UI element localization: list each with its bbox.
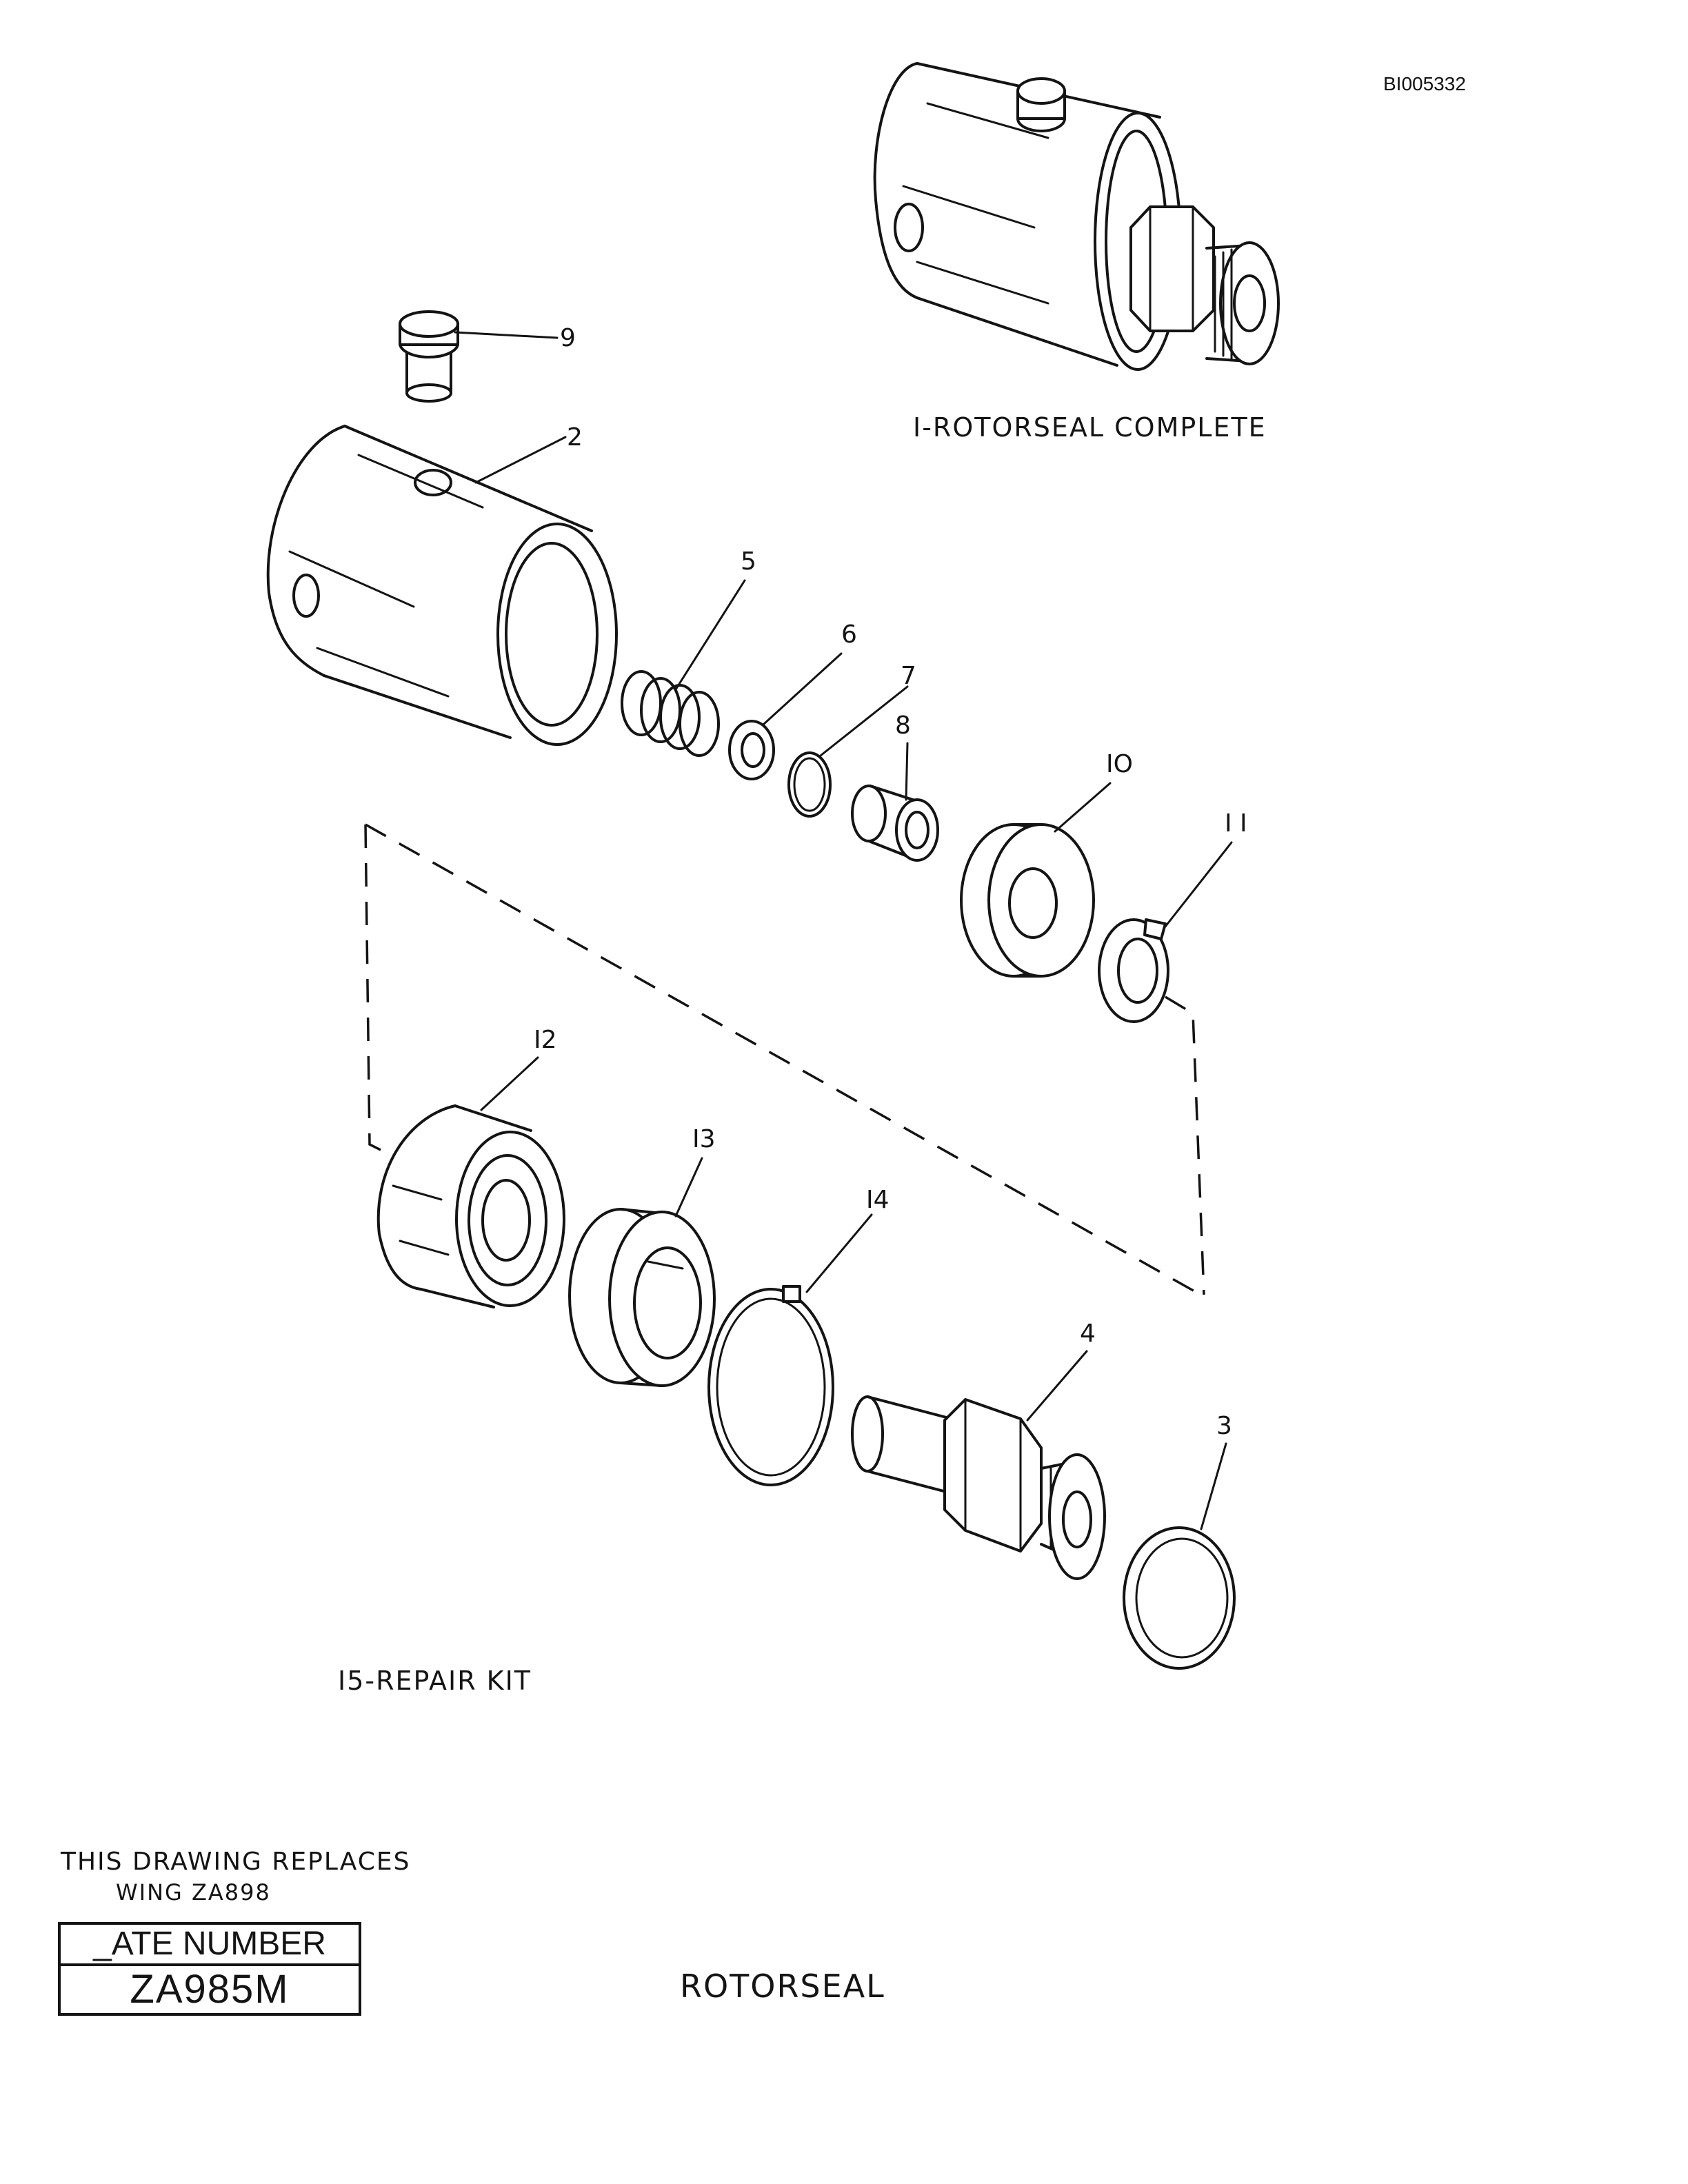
callout-14: I4 xyxy=(866,1186,890,1214)
part-5-spring xyxy=(621,579,746,757)
callout-7: 7 xyxy=(901,662,916,690)
part-6-washer xyxy=(728,652,843,780)
part-7-o-ring xyxy=(787,685,909,818)
rotorseal-complete-assembly xyxy=(873,62,1280,371)
part-10-seal-ring xyxy=(960,782,1112,978)
replaces-note-line-1: THIS DRAWING REPLACES xyxy=(61,1848,411,1876)
part-8-sleeve xyxy=(851,742,939,862)
repair-kit-label: I5-REPAIR KIT xyxy=(338,1666,532,1696)
callout-11: I I xyxy=(1225,809,1247,838)
plate-header: _ATE NUMBER xyxy=(61,1925,359,1966)
callout-3: 3 xyxy=(1216,1412,1232,1440)
replaces-note-line-2: WING ZA898 xyxy=(116,1879,271,1905)
callout-12: I2 xyxy=(534,1026,557,1054)
part-12-bearing xyxy=(376,1056,565,1308)
callout-2: 2 xyxy=(567,423,583,452)
callout-9: 9 xyxy=(560,324,576,352)
callout-10: IO xyxy=(1106,750,1133,778)
part-2-housing xyxy=(266,425,618,746)
document-id: BI005332 xyxy=(1383,73,1466,94)
callout-5: 5 xyxy=(741,547,756,576)
part-13-flanged-bushing xyxy=(568,1157,716,1387)
plate-number: ZA985M xyxy=(130,1967,290,2012)
plate-number-box: _ATE NUMBER ZA985M xyxy=(58,1922,361,2016)
part-4-fitting xyxy=(851,1350,1106,1580)
part-14-retaining-ring xyxy=(707,1213,873,1486)
part-9-cap xyxy=(399,310,559,403)
assembly-label: I-ROTORSEAL COMPLETE xyxy=(913,412,1267,443)
part-3-gasket xyxy=(1123,1442,1236,1670)
repair-kit-boundary xyxy=(364,823,1205,1297)
callout-4: 4 xyxy=(1080,1320,1096,1348)
part-11-lock-washer xyxy=(1098,841,1233,1023)
callout-8: 8 xyxy=(895,711,911,740)
callout-13: I3 xyxy=(692,1125,716,1153)
sheet-title: ROTORSEAL xyxy=(680,1968,885,2005)
callout-6: 6 xyxy=(841,620,857,649)
